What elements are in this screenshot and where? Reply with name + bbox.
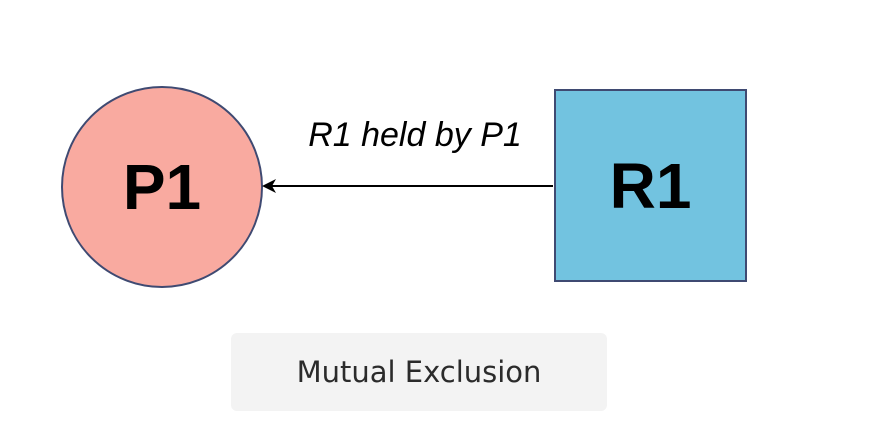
edge-label: R1 held by P1 bbox=[308, 116, 522, 154]
process-node-p1: P1 bbox=[61, 86, 263, 288]
held-by-arrow bbox=[262, 179, 553, 193]
resource-label: R1 bbox=[609, 149, 692, 222]
resource-node-r1: R1 bbox=[554, 89, 747, 282]
caption-box: Mutual Exclusion bbox=[231, 333, 607, 411]
process-label: P1 bbox=[122, 151, 202, 223]
caption-text: Mutual Exclusion bbox=[296, 355, 542, 389]
arrow-head bbox=[262, 179, 276, 193]
